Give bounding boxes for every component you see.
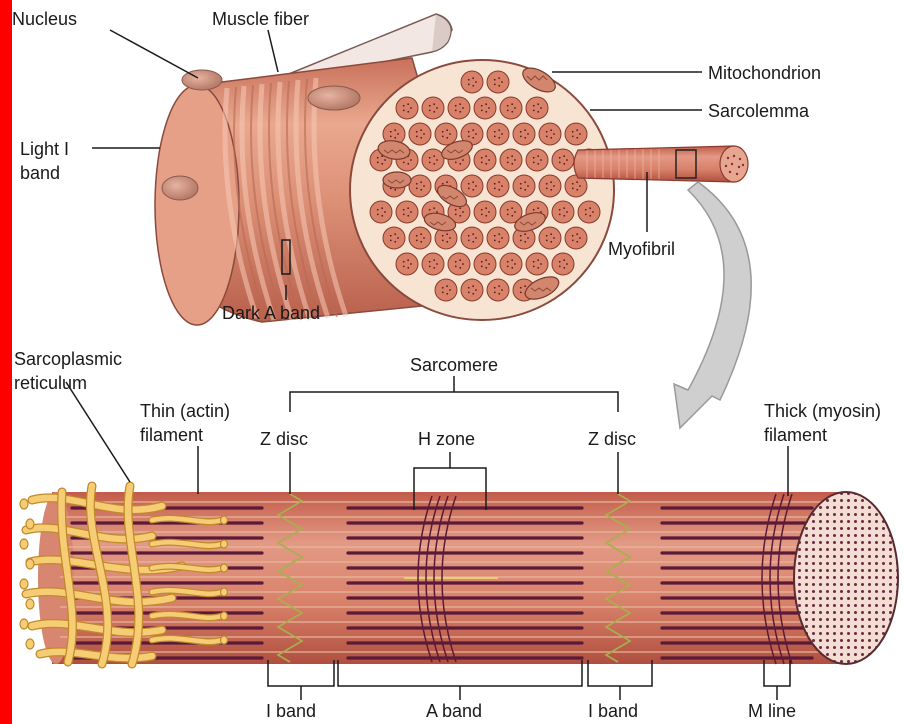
label-sarcomere: Sarcomere (410, 354, 498, 376)
myofibril-circle (500, 149, 522, 171)
label-h-zone: H zone (418, 428, 475, 450)
myofibril-circle (526, 149, 548, 171)
label-nucleus: Nucleus (12, 8, 77, 30)
myofibril-circle (513, 123, 535, 145)
myofibril-circle (539, 227, 561, 249)
myofibril-circle (461, 71, 483, 93)
myofibril-circle (474, 201, 496, 223)
myofibril-circle (435, 279, 457, 301)
myofibril-circle (487, 175, 509, 197)
label-thin-filament-line1: Thin (actin) (140, 400, 230, 422)
myofibril-circle (396, 97, 418, 119)
label-thick-filament-line1: Thick (myosin) (764, 400, 881, 422)
label-sarcoplasmic-line1: Sarcoplasmic (14, 348, 122, 370)
myofibril-circle (565, 227, 587, 249)
myofibril-circle (461, 175, 483, 197)
label-thin-filament-line2: filament (140, 424, 203, 446)
myofibril-circle (461, 279, 483, 301)
myofibril-circle (409, 227, 431, 249)
label-light-i-band-line1: Light I (20, 138, 69, 160)
myofibril-circle (578, 201, 600, 223)
myofibril-circle (539, 123, 561, 145)
myofibril-circle (526, 97, 548, 119)
myofibril-circle (500, 97, 522, 119)
label-light-i-band-line2: band (20, 162, 60, 184)
myofibril-circle (552, 149, 574, 171)
myofibril-circle (487, 227, 509, 249)
myofibril-circle (435, 123, 457, 145)
myofibril-circle (474, 149, 496, 171)
label-thick-filament-line2: filament (764, 424, 827, 446)
myofibril-extracted (574, 146, 734, 182)
myofibril-circle (539, 175, 561, 197)
myofibril-circle (396, 201, 418, 223)
myofibril-detail (20, 486, 898, 664)
nucleus-3 (162, 176, 198, 200)
label-z-disc-left: Z disc (260, 428, 308, 450)
label-i-band-left: I band (266, 700, 316, 722)
myofibril-circle (500, 253, 522, 275)
myofibril-circle (513, 175, 535, 197)
label-z-disc-right: Z disc (588, 428, 636, 450)
myofibril-circle (474, 97, 496, 119)
label-myofibril: Myofibril (608, 238, 675, 260)
myofibril-circle (448, 97, 470, 119)
myofibril-circle (422, 253, 444, 275)
myofibril-circle (409, 175, 431, 197)
myofibril-circle (370, 201, 392, 223)
label-mitochondrion: Mitochondrion (708, 62, 821, 84)
muscle-fiber-group (155, 14, 748, 325)
label-i-band-right: I band (588, 700, 638, 722)
myofibril-circle (422, 149, 444, 171)
diagram-canvas: Nucleus Muscle fiber Mitochondrion Sarco… (12, 0, 904, 724)
myofibril-circle (487, 123, 509, 145)
label-a-band: A band (426, 700, 482, 722)
myofibril-circle (474, 253, 496, 275)
myofibril-circle (487, 279, 509, 301)
myofibril-circle (409, 123, 431, 145)
myofibril-circle (552, 253, 574, 275)
label-sarcolemma: Sarcolemma (708, 100, 809, 122)
myofibril-circle (526, 253, 548, 275)
myofibril-circle (383, 227, 405, 249)
myofibril-circle (461, 227, 483, 249)
myofibril-end-cross-section (794, 492, 898, 664)
label-sarcoplasmic-line2: reticulum (14, 372, 87, 394)
myofibril-circle (487, 71, 509, 93)
label-m-line: M line (748, 700, 796, 722)
myofibril-circle (448, 253, 470, 275)
label-dark-a-band: Dark A band (222, 302, 320, 324)
zoom-arrow (674, 182, 751, 428)
myofibril-circle (565, 123, 587, 145)
nucleus-2 (308, 86, 360, 110)
label-muscle-fiber: Muscle fiber (212, 8, 309, 30)
myofibril-circle (552, 201, 574, 223)
myofibril-circle (422, 97, 444, 119)
myofibril-circle (396, 253, 418, 275)
